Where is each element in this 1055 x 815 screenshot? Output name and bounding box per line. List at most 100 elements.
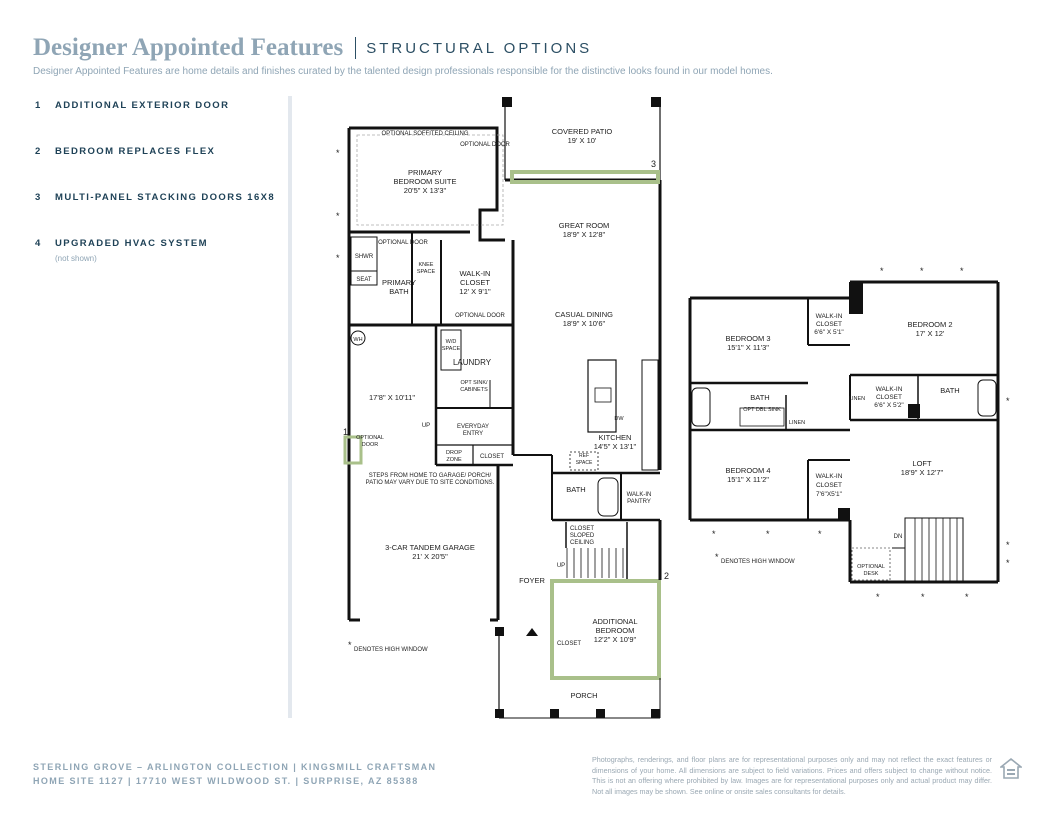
optional-desk-label-2: DESK bbox=[864, 571, 879, 577]
callout-1: 1 bbox=[343, 427, 348, 437]
optional-door-garage-label-1: OPTIONAL bbox=[356, 435, 384, 441]
primary-bath-label-1: PRIMARY bbox=[382, 278, 416, 287]
svg-text:*: * bbox=[1006, 558, 1010, 568]
footer-line-1: STERLING GROVE – ARLINGTON COLLECTION | … bbox=[33, 762, 437, 772]
walkin2-label-1: WALK-IN bbox=[876, 386, 903, 393]
svg-text:*: * bbox=[920, 266, 924, 276]
walkin3-label-1: WALK-IN bbox=[816, 473, 843, 480]
additional-bedroom-dim: 12'2" X 10'9" bbox=[594, 635, 637, 644]
loft-dim: 18'9" X 12'7" bbox=[901, 468, 944, 477]
svg-text:*: * bbox=[1006, 540, 1010, 550]
svg-text:*: * bbox=[965, 592, 969, 602]
water-heater-label: WH bbox=[353, 337, 362, 343]
bedroom-closet-label: CLOSET bbox=[557, 641, 581, 647]
svg-text:*: * bbox=[336, 211, 340, 221]
seat-label: SEAT bbox=[356, 277, 372, 283]
loft-label: LOFT bbox=[912, 459, 932, 468]
walkin-closet-label-1: WALK-IN bbox=[460, 269, 491, 278]
primary-suite-label-1: PRIMARY bbox=[408, 168, 442, 177]
bedroom4-label: BEDROOM 4 bbox=[725, 466, 770, 475]
feature-number: 2 bbox=[35, 146, 42, 157]
up-label-1: UP bbox=[422, 423, 430, 429]
high-window-note-1: DENOTES HIGH WINDOW bbox=[354, 647, 428, 653]
steps-note-line-2: PATIO MAY VARY DUE TO SITE CONDITIONS. bbox=[366, 480, 495, 486]
linen-a-label: LINEN bbox=[789, 420, 805, 426]
svg-text:*: * bbox=[336, 148, 340, 158]
everyday-entry-label-1: EVERYDAY bbox=[457, 424, 489, 430]
closet-sloped-label-3: CEILING bbox=[570, 540, 594, 546]
walkin3-dim: 7'6"X5'1" bbox=[816, 491, 843, 498]
covered-patio-label: COVERED PATIO bbox=[552, 127, 613, 136]
shower-label: SHWR bbox=[355, 254, 374, 260]
bath-label: BATH bbox=[566, 485, 585, 494]
soffit-label: OPTIONAL SOFFITED CEILING bbox=[381, 131, 468, 137]
great-room-label: GREAT ROOM bbox=[559, 221, 610, 230]
feature-label: BEDROOM REPLACES FLEX bbox=[55, 146, 216, 157]
svg-text:*: * bbox=[766, 529, 770, 539]
opt-sink-label-2: CABINETS bbox=[460, 387, 488, 393]
svg-text:*: * bbox=[880, 266, 884, 276]
walkin1-dim: 6'6" X 5'1" bbox=[814, 329, 844, 336]
ref-space-label-1: REF bbox=[579, 453, 589, 459]
svg-text:*: * bbox=[336, 253, 340, 263]
title-divider bbox=[355, 37, 357, 59]
opt-dbl-sink-label: OPT DBL SINK bbox=[743, 407, 781, 413]
drop-zone-label-2: ZONE bbox=[446, 457, 462, 463]
feature-item: 2 BEDROOM REPLACES FLEX bbox=[35, 146, 215, 157]
high-window-note-2: DENOTES HIGH WINDOW bbox=[721, 559, 795, 565]
second-floor-labels: BEDROOM 3 15'1" X 11'3" WALK-IN CLOSET 6… bbox=[715, 313, 960, 577]
svg-text:*: * bbox=[1006, 396, 1010, 406]
primary-bath-label-2: BATH bbox=[389, 287, 408, 296]
casual-dining-label: CASUAL DINING bbox=[555, 310, 613, 319]
feature-number: 4 bbox=[35, 238, 42, 249]
first-floor-high-window-marks: * * * bbox=[336, 148, 340, 263]
feature-number: 3 bbox=[35, 192, 42, 203]
walkin3-label-2: CLOSET bbox=[816, 482, 842, 489]
great-room-dim: 18'9" X 12'8" bbox=[563, 230, 606, 239]
walkin-closet-label-2: CLOSET bbox=[460, 278, 490, 287]
second-floor-high-window-marks: *** *** *** *** bbox=[712, 266, 1010, 602]
page-title: Designer Appointed Features bbox=[33, 34, 344, 61]
asterisk-note-2: * bbox=[715, 552, 719, 562]
down-label: DN bbox=[894, 534, 903, 540]
optional-door-primary-label: OPTIONAL DOOR bbox=[460, 142, 510, 148]
knee-space-label-2: SPACE bbox=[417, 269, 436, 275]
kitchen-dim: 14'5" X 13'1" bbox=[594, 442, 637, 451]
feature-note: (not shown) bbox=[55, 254, 97, 263]
svg-text:*: * bbox=[876, 592, 880, 602]
covered-patio-dim: 19' X 10' bbox=[568, 136, 597, 145]
steps-note-line-1: STEPS FROM HOME TO GARAGE/ PORCH/ bbox=[369, 473, 492, 479]
walkin2-label-2: CLOSET bbox=[876, 394, 902, 401]
bedroom2-dim: 17' X 12' bbox=[916, 329, 945, 338]
laundry-label: LAUNDRY bbox=[453, 358, 492, 367]
entry-closet-label: CLOSET bbox=[480, 454, 504, 460]
second-floor-plan bbox=[688, 280, 1000, 584]
svg-text:*: * bbox=[960, 266, 964, 276]
additional-bedroom-label-2: BEDROOM bbox=[596, 626, 635, 635]
first-floor-plan bbox=[343, 97, 662, 719]
everyday-entry-label-2: ENTRY bbox=[463, 431, 483, 437]
walkin-pantry-label-1: WALK-IN bbox=[627, 492, 652, 498]
wd-space-label-1: W/D bbox=[446, 339, 457, 345]
walkin1-label-2: CLOSET bbox=[816, 321, 842, 328]
footer-community: STERLING GROVE – ARLINGTON COLLECTION | … bbox=[33, 760, 436, 788]
callout-2: 2 bbox=[664, 571, 669, 581]
flex-dim: 17'8" X 10'11" bbox=[369, 393, 415, 402]
optional-door-bath-label: OPTIONAL DOOR bbox=[378, 240, 428, 246]
bath-b-label: BATH bbox=[940, 386, 959, 395]
linen-b-label: LINEN bbox=[849, 396, 865, 402]
kitchen-label: KITCHEN bbox=[599, 433, 632, 442]
up-label-2: UP bbox=[557, 563, 565, 569]
footer-line-2: HOME SITE 1127 | 17710 WEST WILDWOOD ST.… bbox=[33, 776, 419, 786]
garage-dim: 21' X 20'5" bbox=[412, 552, 448, 561]
foyer-label: FOYER bbox=[519, 576, 545, 585]
knee-space-label-1: KNEE bbox=[419, 262, 434, 268]
additional-bedroom-label-1: ADDITIONAL bbox=[592, 617, 637, 626]
feature-label: UPGRADED HVAC SYSTEM bbox=[55, 238, 208, 249]
casual-dining-dim: 18'9" X 10'6" bbox=[563, 319, 606, 328]
walkin1-label-1: WALK-IN bbox=[816, 313, 843, 320]
primary-suite-label-2: BEDROOM SUITE bbox=[394, 177, 457, 186]
